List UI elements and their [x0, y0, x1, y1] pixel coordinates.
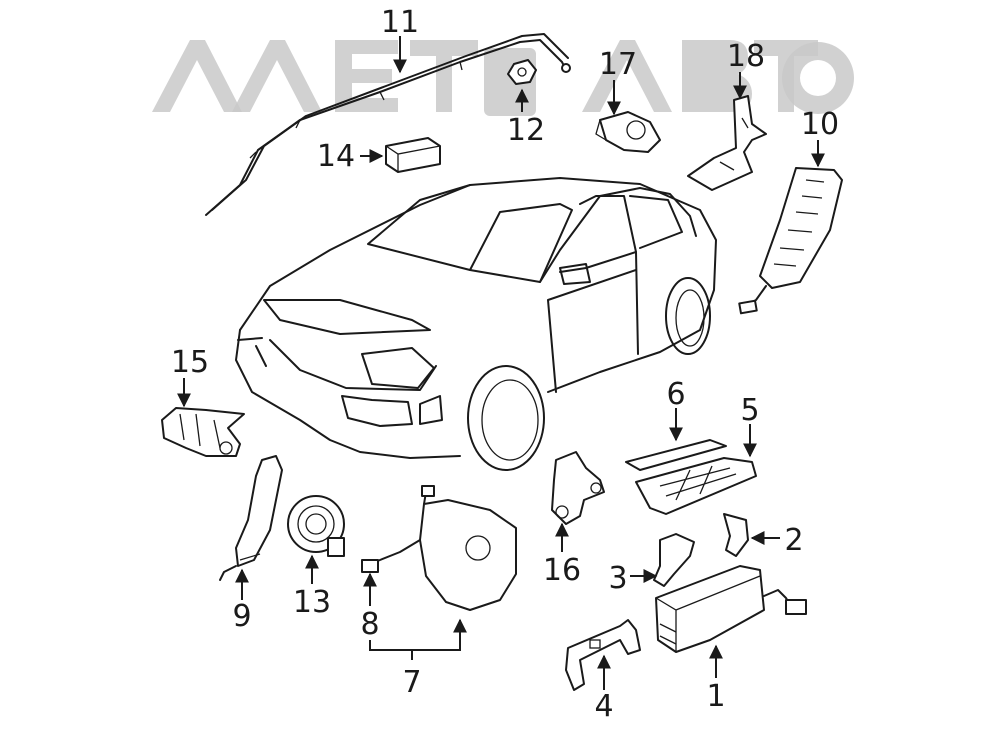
watermark-logo	[152, 40, 854, 116]
callout-13: 13	[293, 585, 331, 620]
callout-labels: 1 2 3 4 5 6 7 8 9 10 11 12 13 14 15 16 1…	[171, 5, 839, 724]
control-module-14	[385, 137, 441, 173]
callout-17: 17	[599, 47, 637, 82]
callout-12: 12	[507, 113, 545, 148]
leader-lines	[177, 36, 825, 690]
sensor-17	[595, 111, 661, 153]
side-airbag-10	[738, 167, 843, 315]
callout-15: 15	[171, 345, 209, 380]
callout-3: 3	[608, 561, 627, 596]
callout-16: 16	[543, 553, 581, 588]
callout-10: 10	[801, 107, 839, 142]
callout-5: 5	[740, 393, 759, 428]
bracket-2	[723, 513, 749, 557]
callout-1: 1	[706, 679, 725, 714]
trim-strip-6	[625, 439, 727, 471]
bracket-4	[565, 619, 641, 691]
airbag-control-unit-1	[655, 565, 807, 653]
knee-airbag-9	[219, 455, 283, 581]
driver-airbag-7	[361, 485, 517, 611]
passenger-airbag-5	[635, 457, 757, 515]
callout-11: 11	[381, 5, 419, 40]
callout-14: 14	[317, 139, 355, 174]
bracket-15	[161, 407, 245, 457]
bracket-3	[653, 533, 695, 587]
clock-spring-13	[287, 495, 345, 557]
callout-7: 7	[402, 665, 421, 700]
bracket-18	[687, 95, 767, 191]
callout-8: 8	[360, 607, 379, 642]
callout-6: 6	[666, 377, 685, 412]
callout-4: 4	[594, 689, 613, 724]
car-body	[235, 177, 717, 471]
curtain-airbag	[205, 33, 571, 216]
callout-18: 18	[727, 39, 765, 74]
crash-sensor-16	[551, 451, 605, 525]
callout-2: 2	[784, 523, 803, 558]
callout-9: 9	[232, 599, 251, 634]
nut-part	[507, 59, 537, 85]
